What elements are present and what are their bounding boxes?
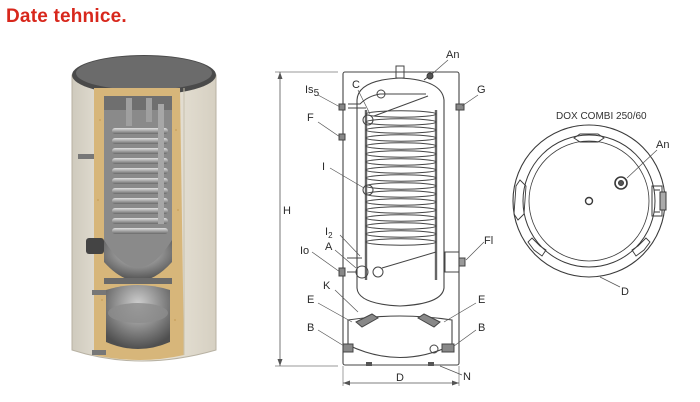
top-view-caption: DOX COMBI 250/60 bbox=[556, 111, 647, 122]
label-g: G bbox=[477, 84, 486, 96]
label-io: Io bbox=[300, 245, 309, 257]
top-label-d: D bbox=[621, 286, 629, 298]
label-d-side: D bbox=[396, 372, 404, 384]
label-i: I bbox=[322, 161, 325, 173]
label-h: H bbox=[283, 205, 291, 217]
label-n: N bbox=[463, 371, 471, 383]
label-i2: I2 bbox=[325, 226, 333, 240]
top-label-an: An bbox=[656, 139, 669, 151]
cutaway-render bbox=[71, 55, 217, 362]
label-e-left: E bbox=[307, 294, 314, 306]
label-fl: Fl bbox=[484, 235, 493, 247]
side-view bbox=[275, 59, 485, 386]
label-b-left: B bbox=[307, 322, 314, 334]
cutaway-coil bbox=[112, 128, 168, 234]
page-title: Date tehnice. bbox=[6, 6, 127, 27]
label-e-right: E bbox=[478, 294, 485, 306]
label-b-right: B bbox=[478, 322, 485, 334]
label-f: F bbox=[307, 112, 314, 124]
label-a: A bbox=[325, 241, 333, 253]
label-k: K bbox=[323, 280, 331, 292]
label-an: An bbox=[446, 49, 459, 61]
label-c: C bbox=[352, 79, 360, 91]
top-view bbox=[512, 124, 667, 288]
label-is: Is5 bbox=[305, 84, 320, 99]
